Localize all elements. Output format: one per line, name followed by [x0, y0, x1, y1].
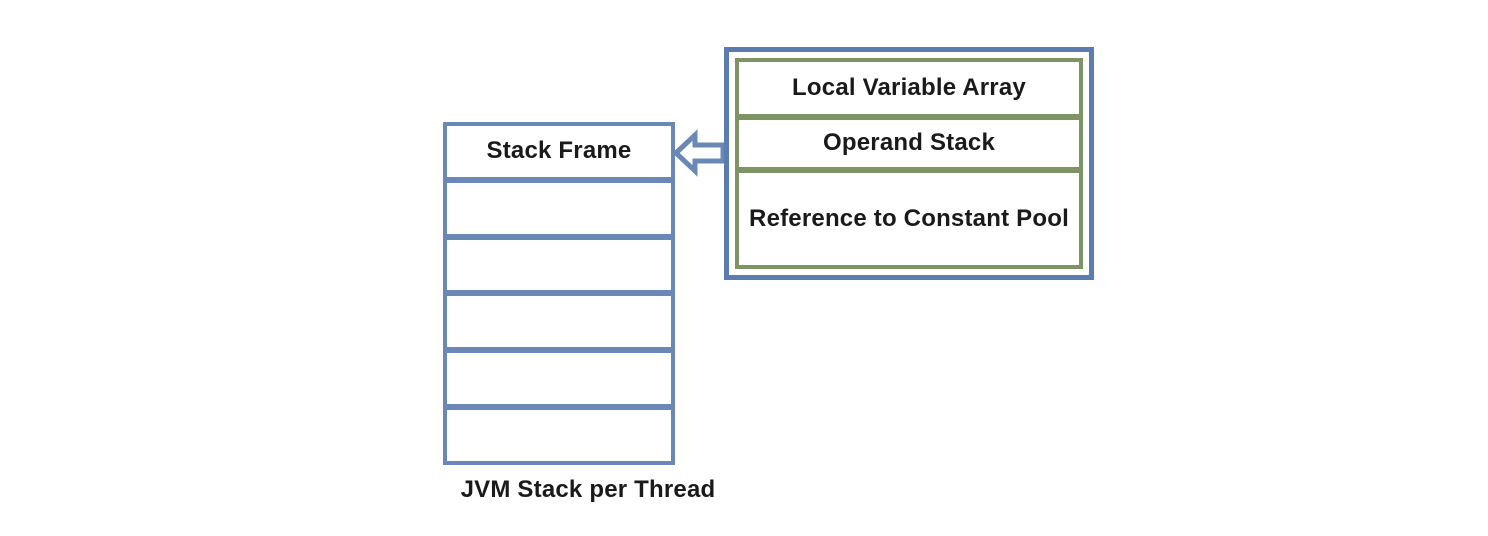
- stack-frame-detail-inner: Local Variable Array Operand Stack Refer…: [734, 57, 1084, 270]
- stack-row: [443, 349, 675, 409]
- frame-box-label: Reference to Constant Pool: [749, 204, 1069, 232]
- stack-frame-label: Stack Frame: [486, 137, 632, 165]
- stack-row: [443, 292, 675, 352]
- frame-box-operand-stack: Operand Stack: [735, 116, 1083, 171]
- stack-row: [443, 235, 675, 295]
- frame-box-label: Local Variable Array: [792, 73, 1026, 101]
- stack-row-frame: Stack Frame: [443, 122, 675, 181]
- frame-box-reference-to-constant-pool: Reference to Constant Pool: [735, 169, 1083, 269]
- jvm-stack-caption: JVM Stack per Thread: [460, 476, 716, 503]
- jvm-stack: Stack Frame: [443, 122, 675, 465]
- frame-box-local-variable-array: Local Variable Array: [735, 58, 1083, 118]
- frame-box-label: Operand Stack: [823, 129, 995, 157]
- left-block-arrow-icon: [673, 129, 726, 177]
- stack-frame-detail-panel: Local Variable Array Operand Stack Refer…: [724, 47, 1094, 280]
- stack-row: [443, 178, 675, 238]
- stack-row: [443, 406, 675, 465]
